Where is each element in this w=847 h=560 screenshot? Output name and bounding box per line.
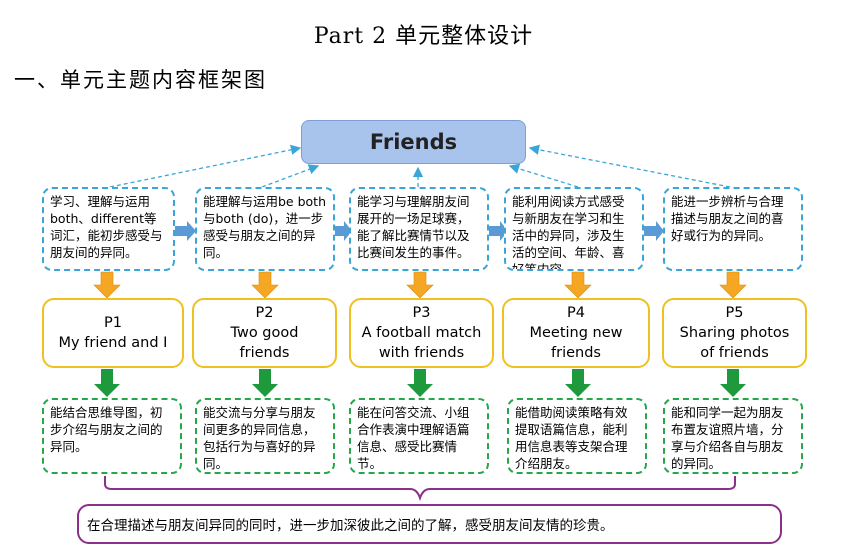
period-box-p2: P2 Two good friends	[192, 298, 337, 368]
goal-box-p4: 能利用阅读方式感受与新朋友在学习和生活中的异同，涉及生活的空间、年龄、喜好等内容…	[504, 187, 644, 271]
blue-arrow	[171, 221, 664, 241]
root-node-friends: Friends	[301, 120, 526, 164]
outcome-box-p4: 能借助阅读策略有效提取语篇信息，能利用信息表等支架合理介绍朋友。	[507, 398, 647, 474]
goal-box-p3: 能学习与理解朋友间展开的一场足球赛，能了解比赛情节以及比赛间发生的事件。	[349, 187, 489, 271]
period-code: P3	[412, 305, 431, 321]
green-arrow	[94, 369, 746, 397]
period-name: A football match with friends	[361, 325, 482, 361]
period-name: Sharing photos of friends	[679, 325, 790, 361]
period-code: P1	[104, 315, 122, 331]
outcome-box-p3: 能在问答交流、小组合作表演中理解语篇信息、感受比赛情节。	[349, 398, 489, 474]
goal-box-p1: 学习、理解与运用both、different等词汇，能初步感受与朋友间的异同。	[42, 187, 175, 271]
outcome-box-p2: 能交流与分享与朋友间更多的异同信息，包括行为与喜好的异同。	[195, 398, 335, 474]
connector-goal1	[109, 144, 302, 188]
period-box-p3: P3 A football match with friends	[349, 298, 494, 368]
period-name: Two good friends	[230, 325, 299, 361]
period-name: My friend and I	[58, 335, 168, 351]
connector-goal2	[261, 164, 320, 188]
section-heading: 一、单元主题内容框架图	[14, 68, 267, 92]
period-name: Meeting new friends	[529, 325, 623, 361]
period-code: P4	[567, 305, 585, 321]
summary-box: 在合理描述与朋友间异同的同时，进一步加深彼此之间的了解，感受朋友间友情的珍贵。	[77, 504, 782, 544]
goal-box-p2: 能理解与运用be both与both (do)，进一步感受与朋友之间的异同。	[195, 187, 335, 271]
orange-arrow	[93, 271, 747, 299]
goal-box-p5: 能进一步辨析与合理描述与朋友之间的喜好或行为的异同。	[663, 187, 803, 271]
period-box-p4: P4 Meeting new friends	[502, 298, 650, 368]
page-title: Part 2 单元整体设计	[313, 24, 534, 49]
period-code: P5	[725, 305, 744, 321]
connector-goal4	[508, 163, 579, 188]
summary-brace	[104, 476, 736, 502]
period-box-p1: P1 My friend and I	[42, 298, 184, 368]
outcome-box-p5: 能和同学一起为朋友布置友谊照片墙，分享与介绍各自与朋友的异同。	[663, 398, 803, 474]
period-box-p5: P5 Sharing photos of friends	[662, 298, 807, 368]
period-code: P2	[255, 305, 274, 321]
connector-goal5	[528, 144, 731, 188]
outcome-box-p1: 能结合思维导图，初步介绍与朋友之间的异同。	[42, 398, 182, 474]
